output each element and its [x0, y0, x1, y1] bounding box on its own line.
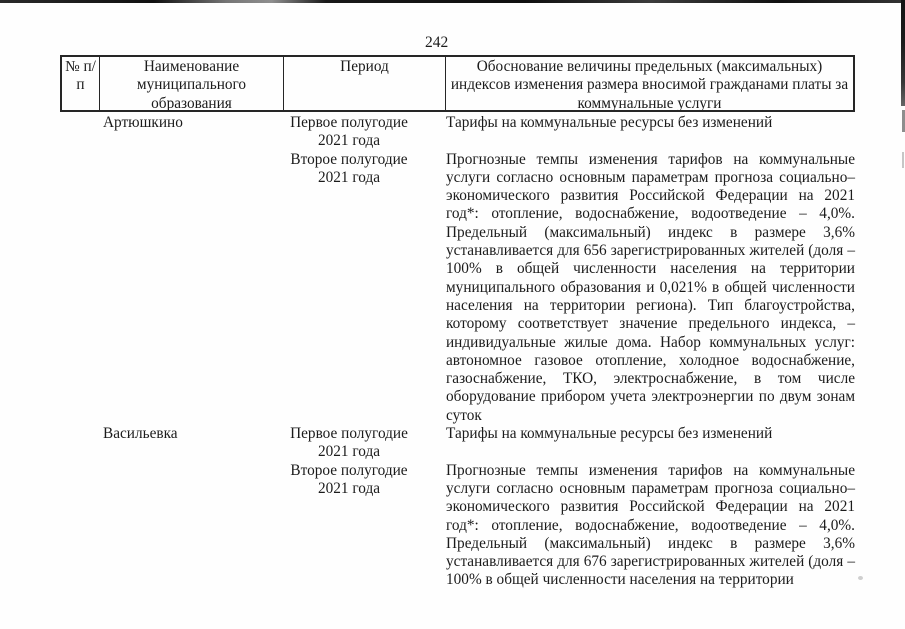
scan-speck-artifact [858, 576, 863, 580]
period-cell: Первое полугодие 2021 года [290, 114, 408, 150]
period-cell: Второе полугодие 2021 года [290, 461, 408, 497]
scan-edge-top-artifact [0, 0, 905, 3]
period-entries: Первое полугодие 2021 года Тарифы на ком… [282, 425, 855, 590]
period-entry: Первое полугодие 2021 года Тарифы на ком… [282, 114, 855, 151]
table-body: Артюшкино Первое полугодие 2021 года Тар… [60, 112, 855, 590]
header-cell-num: № п/п [62, 57, 100, 110]
page-number: 242 [425, 34, 449, 51]
header-cell-municipality: Наименование муниципального образования [100, 57, 284, 110]
justification-cell: Тарифы на коммунальные ресурсы без измен… [446, 425, 773, 443]
table-row-artyushkino: Артюшкино Первое полугодие 2021 года Тар… [60, 114, 855, 425]
tariff-index-table: № п/п Наименование муниципального образо… [60, 55, 855, 590]
table-row-vasilyevka: Васильевка Первое полугодие 2021 года Та… [60, 425, 855, 590]
scan-edge-right-artifact [902, 152, 904, 168]
justification-cell: Тарифы на коммунальные ресурсы без измен… [446, 114, 773, 131]
row-number-cell [60, 425, 98, 590]
period-cell: Первое полугодие 2021 года [290, 425, 408, 461]
scan-edge-right-artifact [902, 110, 905, 132]
justification-cell: Прогнозные темпы изменения тарифов на ко… [446, 150, 855, 424]
municipality-name: Артюшкино [103, 114, 183, 131]
period-entries: Первое полугодие 2021 года Тарифы на ком… [282, 114, 855, 425]
scan-edge-right-artifact [901, 0, 905, 106]
period-entry: Второе полугодие 2021 года Прогнозные те… [282, 151, 855, 425]
header-cell-period: Период [284, 57, 446, 110]
row-number-cell [60, 114, 98, 425]
justification-cell: Прогнозные темпы изменения тарифов на ко… [446, 461, 855, 589]
header-cell-justification: Обоснование величины предельных (максима… [450, 58, 849, 110]
municipality-name: Васильевка [103, 425, 178, 443]
period-entry: Второе полугодие 2021 года Прогнозные те… [282, 462, 855, 590]
table-header-row: № п/п Наименование муниципального образо… [60, 55, 855, 112]
period-entry: Первое полугодие 2021 года Тарифы на ком… [282, 425, 855, 462]
period-cell: Второе полугодие 2021 года [290, 150, 408, 186]
